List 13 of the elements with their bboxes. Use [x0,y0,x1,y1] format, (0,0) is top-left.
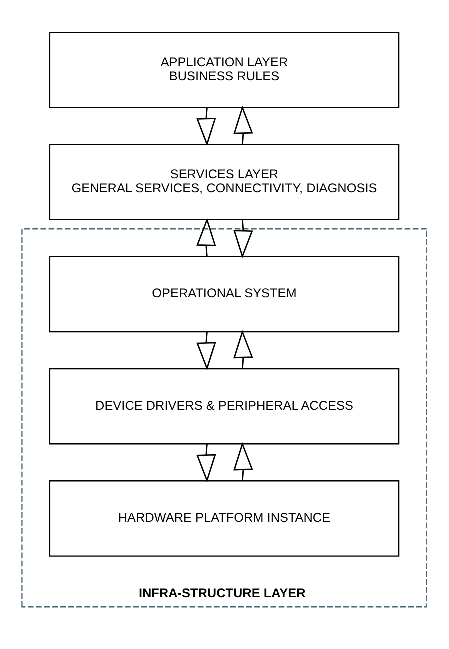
node-box: HARDWARE PLATFORM INSTANCE [49,480,400,557]
arrow [196,108,216,146]
arrow [196,218,216,257]
arrow [234,220,254,259]
arrow [196,444,216,483]
node-box: SERVICES LAYER GENERAL SERVICES, CONNECTIVITY, DIAGNOSIS [49,144,400,220]
arrow [234,106,254,144]
arrow [196,332,216,371]
arrow [234,330,254,369]
node-box: OPERATIONAL SYSTEM [49,256,400,333]
arrow [234,442,254,481]
node-box: APPLICATION LAYER BUSINESS RULES [49,32,400,108]
node-box: DEVICE DRIVERS & PERIPHERAL ACCESS [49,368,400,445]
